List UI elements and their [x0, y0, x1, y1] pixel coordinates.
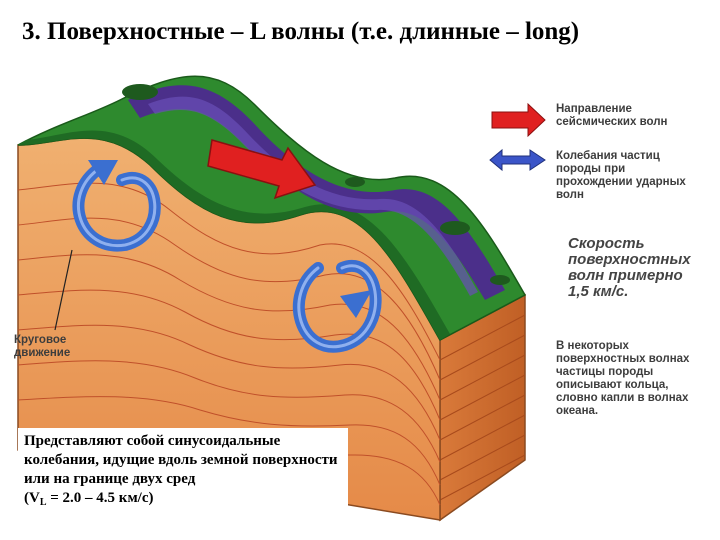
speed-note: Скорость поверхностных волн примерно 1,5…	[568, 236, 688, 300]
circular-motion-label: Круговое движение	[14, 334, 99, 360]
caption-formula-sub: L	[40, 497, 47, 508]
legend-blue-arrow	[490, 150, 545, 170]
rings-note: В некоторых поверхностных волнах частицы…	[556, 340, 706, 418]
legend-direction-label: Направление сейсмических волн	[556, 103, 706, 129]
caption-text: Представляют собой синусоидальные колеба…	[24, 433, 338, 487]
caption-formula-prefix: (V	[24, 490, 40, 506]
legend-oscillation-label: Колебания частиц породы при прохождении …	[556, 150, 696, 202]
legend-red-arrow	[492, 104, 545, 136]
caption: Представляют собой синусоидальные колеба…	[24, 432, 344, 512]
caption-formula-suffix: = 2.0 – 4.5 км/с)	[47, 490, 154, 506]
